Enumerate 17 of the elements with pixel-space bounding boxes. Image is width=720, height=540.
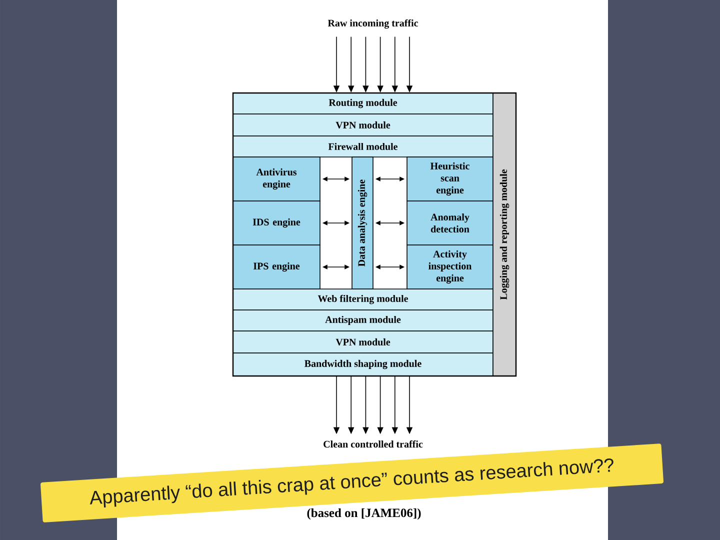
module-box: Web filtering module [232,288,494,310]
module-box: VPN module [232,330,494,354]
engine-box: IDS engine [232,200,320,246]
engine-box: Heuristic scan engine [406,156,494,202]
engine-box: Antivirus engine [232,156,320,202]
module-box: Routing module [232,92,494,114]
engine-box: Activity inspection engine [406,244,494,290]
flow-label: Raw incoming traffic [328,19,418,29]
module-box: VPN module [232,114,494,136]
module-box: Logging and reporting module [492,92,516,376]
engine-box: IPS engine [232,244,320,290]
module-box: Firewall module [232,136,494,158]
caption: (based on [JAME06]) [307,508,421,520]
module-box: Antispam module [232,310,494,332]
module-box: Bandwidth shaping module [232,352,494,376]
engine-box: Data analysis engine [352,156,374,290]
engine-box: Anomaly detection [406,200,494,246]
